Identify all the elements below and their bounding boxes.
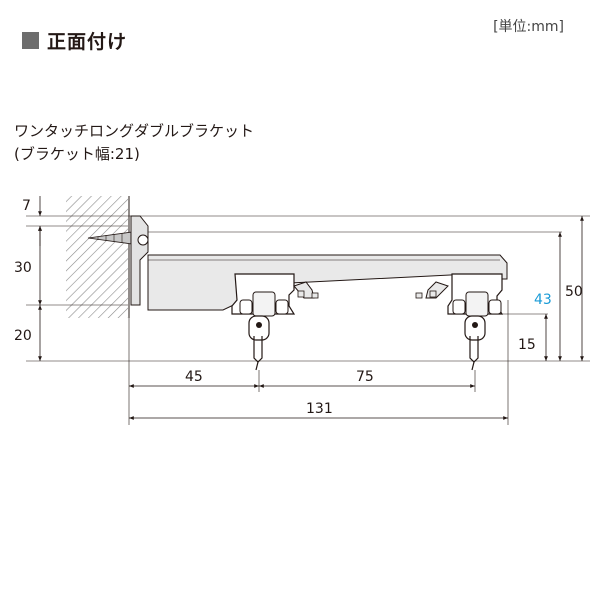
- product-name: ワンタッチロングダブルブラケット: [14, 122, 255, 140]
- dimension-lines: [38, 196, 584, 420]
- unit-label: [単位:mm]: [493, 19, 564, 35]
- bracket-width-note: (ブラケット幅:21): [14, 145, 140, 163]
- dim-label-7: 7: [22, 198, 31, 214]
- runner-left: [231, 273, 319, 317]
- dim-label-45: 45: [185, 369, 203, 385]
- extension-lines: [26, 215, 590, 425]
- dim-label-50: 50: [565, 284, 583, 300]
- dim-label-43: 43: [534, 292, 552, 308]
- dim-label-30: 30: [14, 260, 32, 276]
- hook-right: [464, 315, 486, 371]
- dim-label-20: 20: [14, 328, 32, 344]
- dim-label-75: 75: [356, 369, 374, 385]
- plate-knob: [137, 234, 149, 246]
- hook-left: [248, 315, 270, 371]
- wall-mount-plate: [130, 215, 149, 306]
- header-square-icon: [22, 31, 39, 49]
- section-header: 正面付け: [22, 28, 128, 53]
- section-title: 正面付け: [47, 30, 128, 53]
- wall-hatch: [66, 196, 128, 318]
- runner-right: [415, 273, 504, 317]
- product-label: ワンタッチロングダブルブラケット (ブラケット幅:21): [14, 120, 254, 166]
- dim-label-15: 15: [518, 337, 536, 353]
- dim-label-131: 131: [306, 401, 333, 417]
